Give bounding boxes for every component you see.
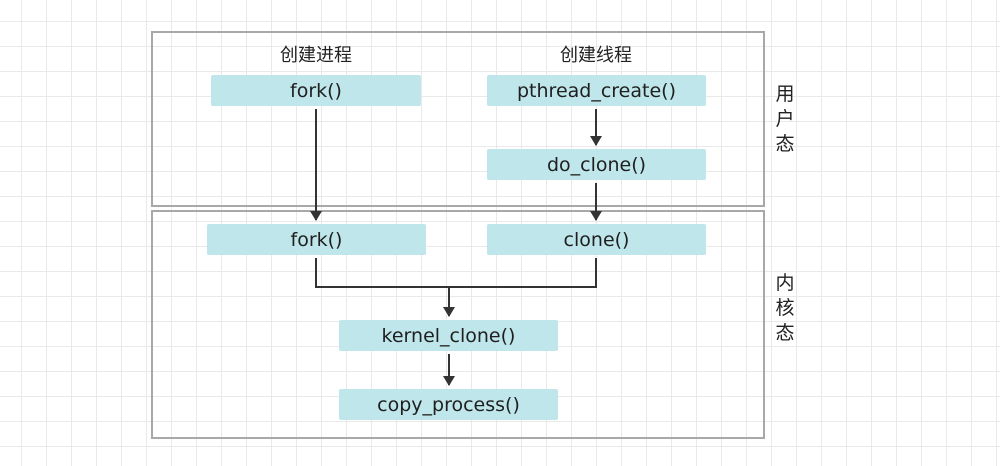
- clone-node: clone(): [487, 224, 706, 255]
- kernel-space-label: 内核态: [775, 272, 795, 344]
- create-thread-header: 创建线程: [560, 45, 632, 66]
- copy-process-node: copy_process(): [339, 389, 558, 420]
- connector-fork-clone-merge: [315, 258, 597, 288]
- user-fork-node: fork(): [211, 75, 421, 106]
- kernel-clone-node: kernel_clone(): [339, 320, 558, 351]
- kernel-fork-node: fork(): [207, 224, 426, 255]
- user-space-region: [151, 31, 765, 207]
- create-process-header: 创建进程: [280, 45, 352, 66]
- kernel-space-region: [151, 210, 765, 439]
- user-space-label: 用户态: [775, 83, 795, 155]
- pthread-create-node: pthread_create(): [487, 75, 706, 106]
- do-clone-node: do_clone(): [487, 149, 706, 180]
